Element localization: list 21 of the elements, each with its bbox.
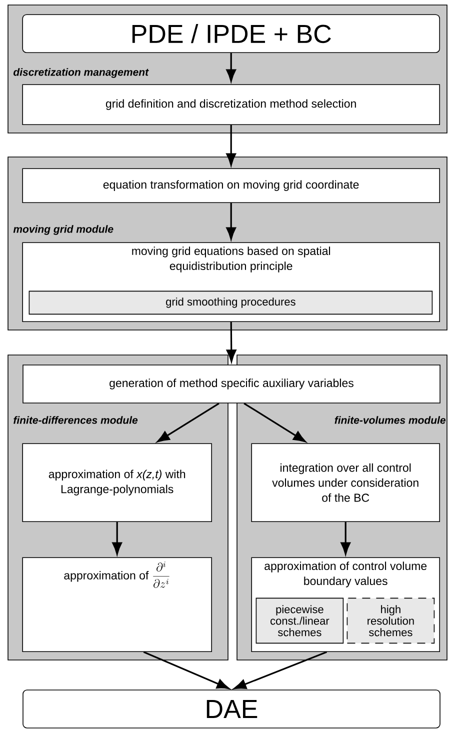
process-box: approximation of $\frac{\partial^i}{\partial z^i}$ — [22, 557, 212, 652]
arrow — [112, 522, 122, 555]
arrow — [226, 203, 236, 240]
process-box: equation transformation on moving grid coordinate — [22, 168, 440, 203]
arrow — [226, 125, 236, 166]
process-box: approximation of x(z,t) with Lagrange-polynomials — [22, 443, 212, 522]
arrow — [157, 402, 220, 442]
scheme-box: piecewise const./linear schemes — [256, 598, 344, 644]
arrow — [340, 522, 351, 555]
process-box: integration over all control volumes under consideration of the BC — [251, 443, 440, 522]
equation-box: DAE — [22, 690, 440, 728]
arrow — [234, 651, 328, 690]
arrow — [244, 402, 306, 442]
arrow — [143, 651, 230, 690]
process-box: generation of method specific auxiliary variables — [22, 364, 440, 404]
process-box: grid definition and discretization method selection — [22, 84, 440, 125]
equation-box: PDE / IPDE + BC — [22, 14, 440, 53]
arrow — [226, 53, 236, 82]
arrow — [226, 322, 236, 362]
scheme-box: grid smoothing procedures — [28, 290, 433, 315]
scheme-box: high resolution schemes — [346, 598, 435, 644]
